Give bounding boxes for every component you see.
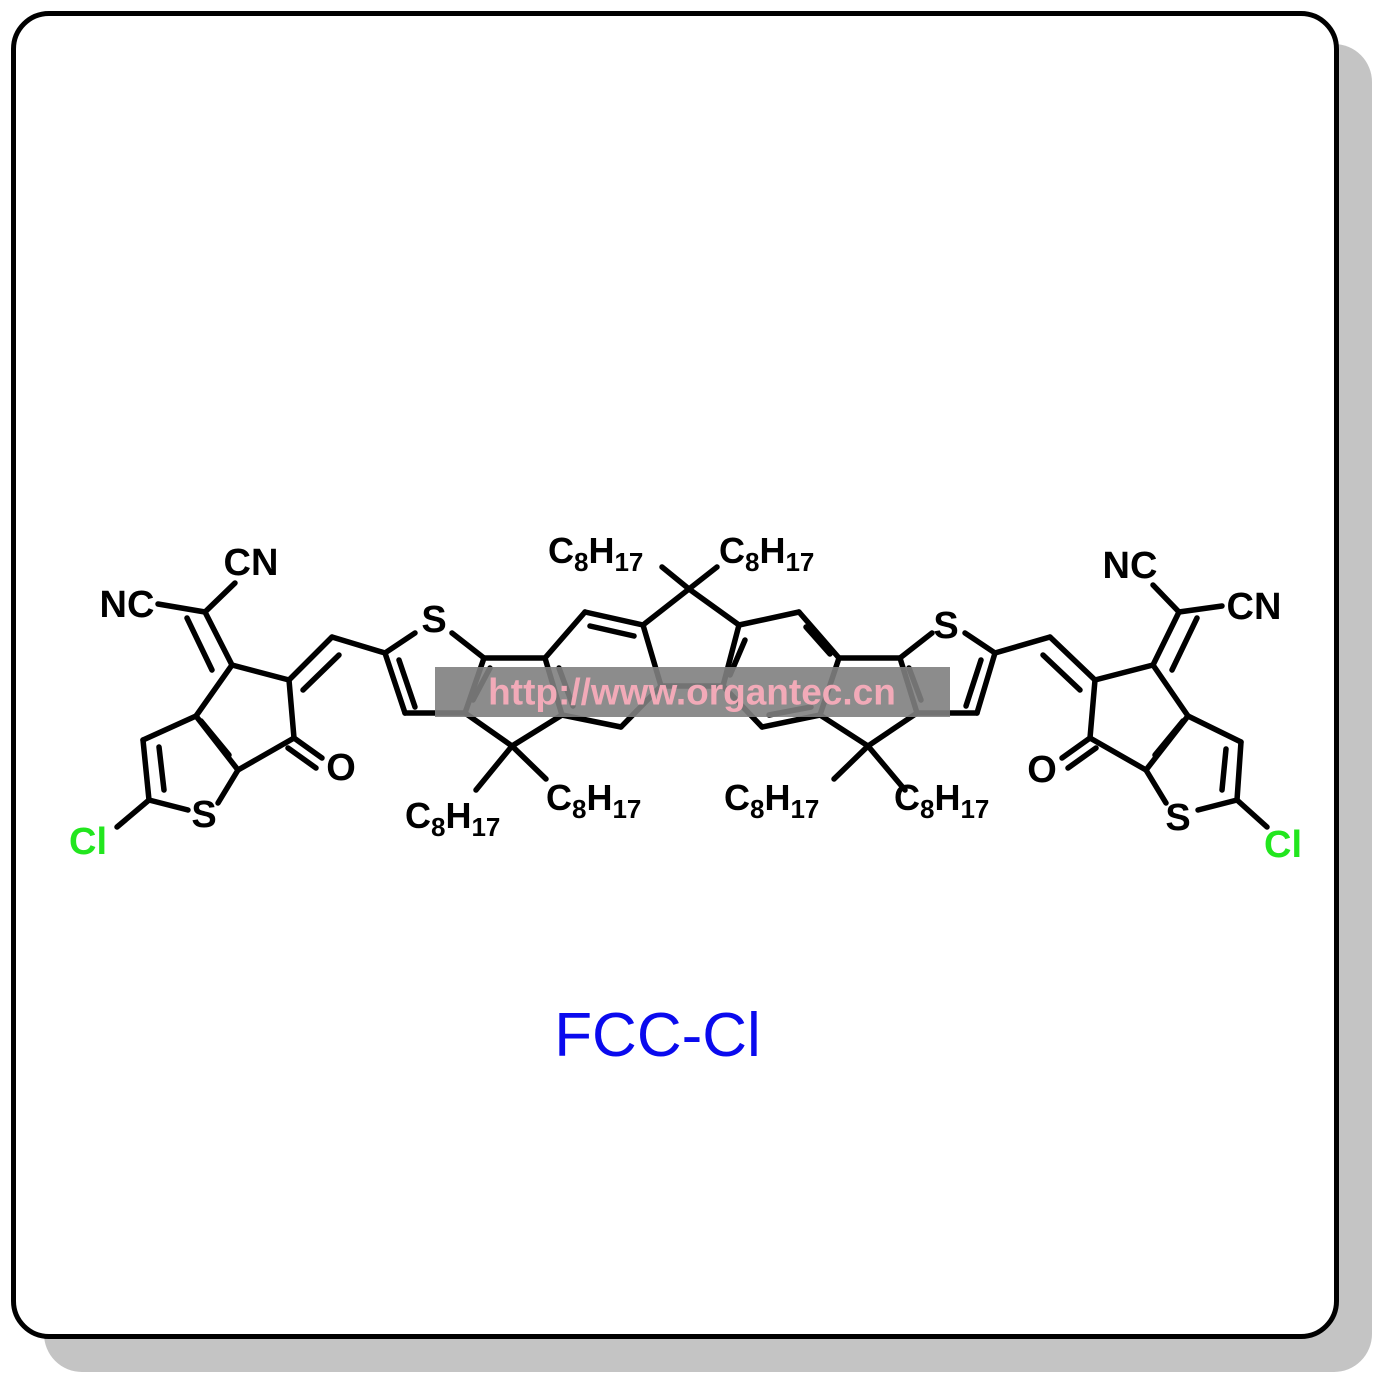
octyl-chain-label: C8H17 xyxy=(546,777,641,824)
sulfur-label: S xyxy=(421,599,446,641)
sulfur-label: S xyxy=(933,605,958,647)
cyano-label: NC xyxy=(1103,545,1158,587)
octyl-chain-label: C8H17 xyxy=(894,777,989,824)
compound-name: FCC-Cl xyxy=(554,1001,761,1070)
octyl-chain-label: C8H17 xyxy=(548,530,643,577)
watermark: http://www.organtec.cn xyxy=(435,667,950,717)
oxygen-label: O xyxy=(326,747,356,789)
chlorine-label: Cl xyxy=(1264,824,1302,866)
sulfur-label: S xyxy=(191,794,216,836)
cyano-label: CN xyxy=(224,542,279,584)
watermark-text: http://www.organtec.cn xyxy=(488,672,896,713)
cyano-label: CN xyxy=(1227,586,1282,628)
atom-labels: CN NC O S Cl S S NC CN O S Cl xyxy=(69,542,1302,866)
octyl-chain-label: C8H17 xyxy=(719,530,814,577)
octyl-chain-label: C8H17 xyxy=(724,777,819,824)
cyano-label: NC xyxy=(100,584,155,626)
sulfur-label: S xyxy=(1165,797,1190,839)
oxygen-label: O xyxy=(1027,749,1057,791)
octyl-chain-label: C8H17 xyxy=(405,795,500,842)
alkyl-chain-labels: C8H17 C8H17 C8H17 C8H17 C8H17 C8H17 xyxy=(405,530,989,842)
chlorine-label: Cl xyxy=(69,821,107,863)
watermark-background xyxy=(435,667,950,717)
